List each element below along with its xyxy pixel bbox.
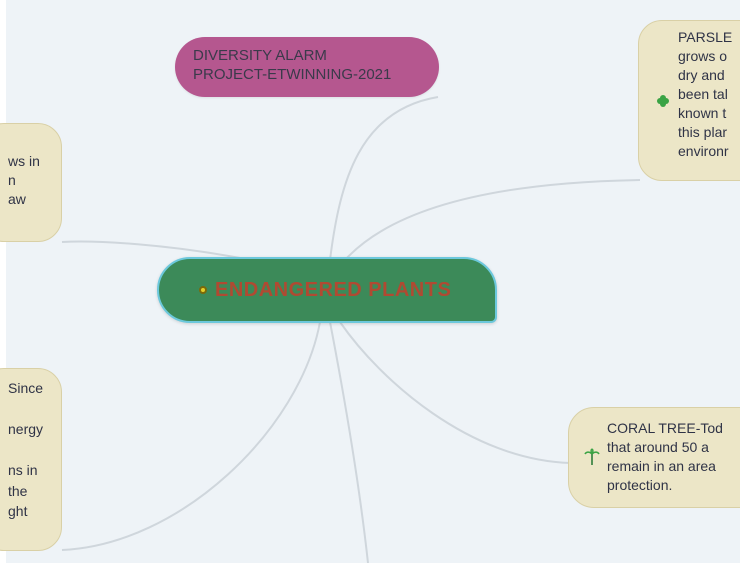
diversity-alarm-node[interactable]: DIVERSITY ALARM PROJECT-ETWINNING-2021	[175, 37, 439, 97]
coral-line-2: that around 50 a	[607, 439, 709, 455]
left-bottom-line-3: nergy	[8, 421, 44, 437]
left-bottom-line-5: ns in	[8, 462, 38, 478]
parsley-line-2: grows o	[678, 48, 728, 64]
diversity-line-1: DIVERSITY ALARM	[193, 47, 327, 64]
central-topic-node[interactable]: ENDANGERED PLANTS	[157, 257, 497, 323]
parsley-line-1: PARSLE	[678, 29, 733, 45]
connector-parsley	[344, 179, 641, 261]
left-bottom-line-7: ght	[8, 503, 28, 519]
left-top-node[interactable]: ws in n aw	[0, 123, 62, 242]
coral-line-4: protection.	[607, 477, 673, 493]
connector-left-bottom	[61, 321, 321, 551]
left-bottom-node[interactable]: Since nergy ns in the ght	[0, 368, 62, 551]
parsley-line-4: been tal	[678, 86, 728, 102]
parsley-line-5: known t	[678, 105, 727, 121]
connector-left-top	[61, 240, 241, 259]
left-bottom-line-2	[8, 399, 61, 420]
connector-bottom	[329, 321, 369, 563]
left-top-line-1: ws in	[8, 153, 40, 169]
connector-coral	[339, 321, 571, 464]
parsley-line-7: environr	[678, 143, 729, 159]
coral-line-3: remain in an area	[607, 458, 716, 474]
left-bottom-line-4	[8, 440, 61, 461]
left-top-line-3: aw	[8, 191, 26, 207]
coral-line-1: CORAL TREE-Tod	[607, 420, 723, 436]
left-bottom-line-1: Since	[8, 380, 44, 396]
diversity-line-2: PROJECT-ETWINNING-2021	[193, 66, 392, 83]
coral-tree-node[interactable]: CORAL TREE-Tod that around 50 a remain i…	[568, 407, 740, 508]
palm-tree-icon	[584, 448, 600, 465]
connector-diversity	[329, 96, 439, 261]
left-edge-strip	[0, 0, 6, 563]
central-topic-title: ENDANGERED PLANTS	[215, 278, 452, 301]
parsley-line-3: dry and	[678, 67, 725, 83]
parsley-node[interactable]: PARSLE grows o dry and been tal known t …	[638, 20, 740, 181]
clover-icon	[657, 95, 669, 107]
left-top-line-2: n	[8, 172, 16, 188]
yellow-dot-icon	[199, 286, 207, 294]
left-bottom-line-6: the	[8, 482, 28, 499]
parsley-line-6: this plar	[678, 124, 728, 140]
